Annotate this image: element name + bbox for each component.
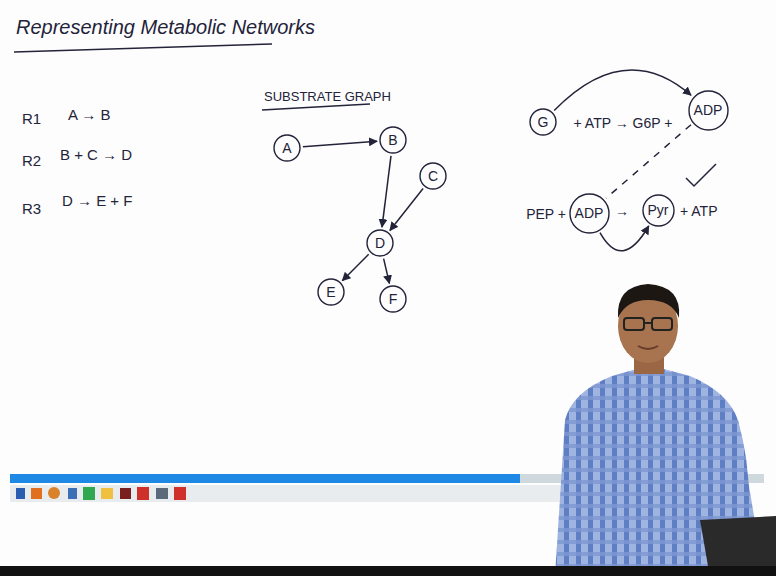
reaction-arrow: [342, 254, 368, 280]
reaction-equation: A → B: [68, 106, 111, 124]
reaction-id: R3: [22, 200, 41, 218]
node-label: E: [326, 284, 335, 300]
reaction-equation: B + C → D: [60, 146, 132, 164]
node-label: C: [428, 168, 438, 184]
metabolite-circle: Pyr: [642, 194, 675, 227]
node-label: Pyr: [648, 202, 669, 218]
metabolite-circle: ADP: [688, 90, 729, 131]
reaction-arrow: [384, 259, 390, 284]
reaction-arrow: [390, 189, 423, 231]
title-underline: [14, 44, 272, 52]
metabolite-circle: G: [529, 108, 557, 136]
metabolite-circle: D: [366, 229, 394, 257]
reaction-arrow: [382, 156, 391, 227]
metabolite-circle: A: [273, 134, 301, 162]
node-label: A: [282, 140, 291, 156]
check-mark: [686, 164, 716, 186]
reaction-arrow: →: [615, 202, 629, 220]
node-label: F: [389, 291, 398, 307]
page-title: Representing Metabolic Networks: [16, 16, 315, 39]
node-label: ADP: [694, 102, 723, 118]
metabolite-circle: ADP: [569, 193, 610, 234]
reaction-equation: D → E + F: [62, 192, 132, 210]
reaction-text: + ATP: [680, 202, 717, 220]
dashed-link: [606, 125, 691, 199]
progress-bar: [10, 474, 520, 483]
reaction-arrow: [303, 141, 377, 147]
reaction-id: R1: [22, 110, 41, 128]
reaction-text: + ATP → G6P +: [574, 114, 673, 132]
taskbar: [10, 485, 570, 502]
graph-heading: SUBSTRATE GRAPH: [264, 88, 391, 106]
node-label: B: [388, 132, 397, 148]
node-label: G: [538, 114, 549, 130]
metabolite-circle: B: [379, 126, 407, 154]
heading-underline: [262, 104, 370, 110]
node-label: D: [375, 235, 385, 251]
reaction-text: PEP +: [526, 205, 566, 223]
reaction-arrow: [554, 70, 691, 111]
metabolite-circle: C: [419, 162, 447, 190]
bottom-band: [0, 566, 776, 576]
node-label: ADP: [575, 205, 604, 221]
reaction-arrow: [600, 226, 649, 251]
lecturer: [555, 284, 776, 576]
reaction-id: R2: [22, 152, 41, 170]
taskbar-icons: [16, 487, 186, 500]
metabolite-circle: F: [379, 285, 407, 313]
metabolite-circle: E: [317, 278, 345, 306]
